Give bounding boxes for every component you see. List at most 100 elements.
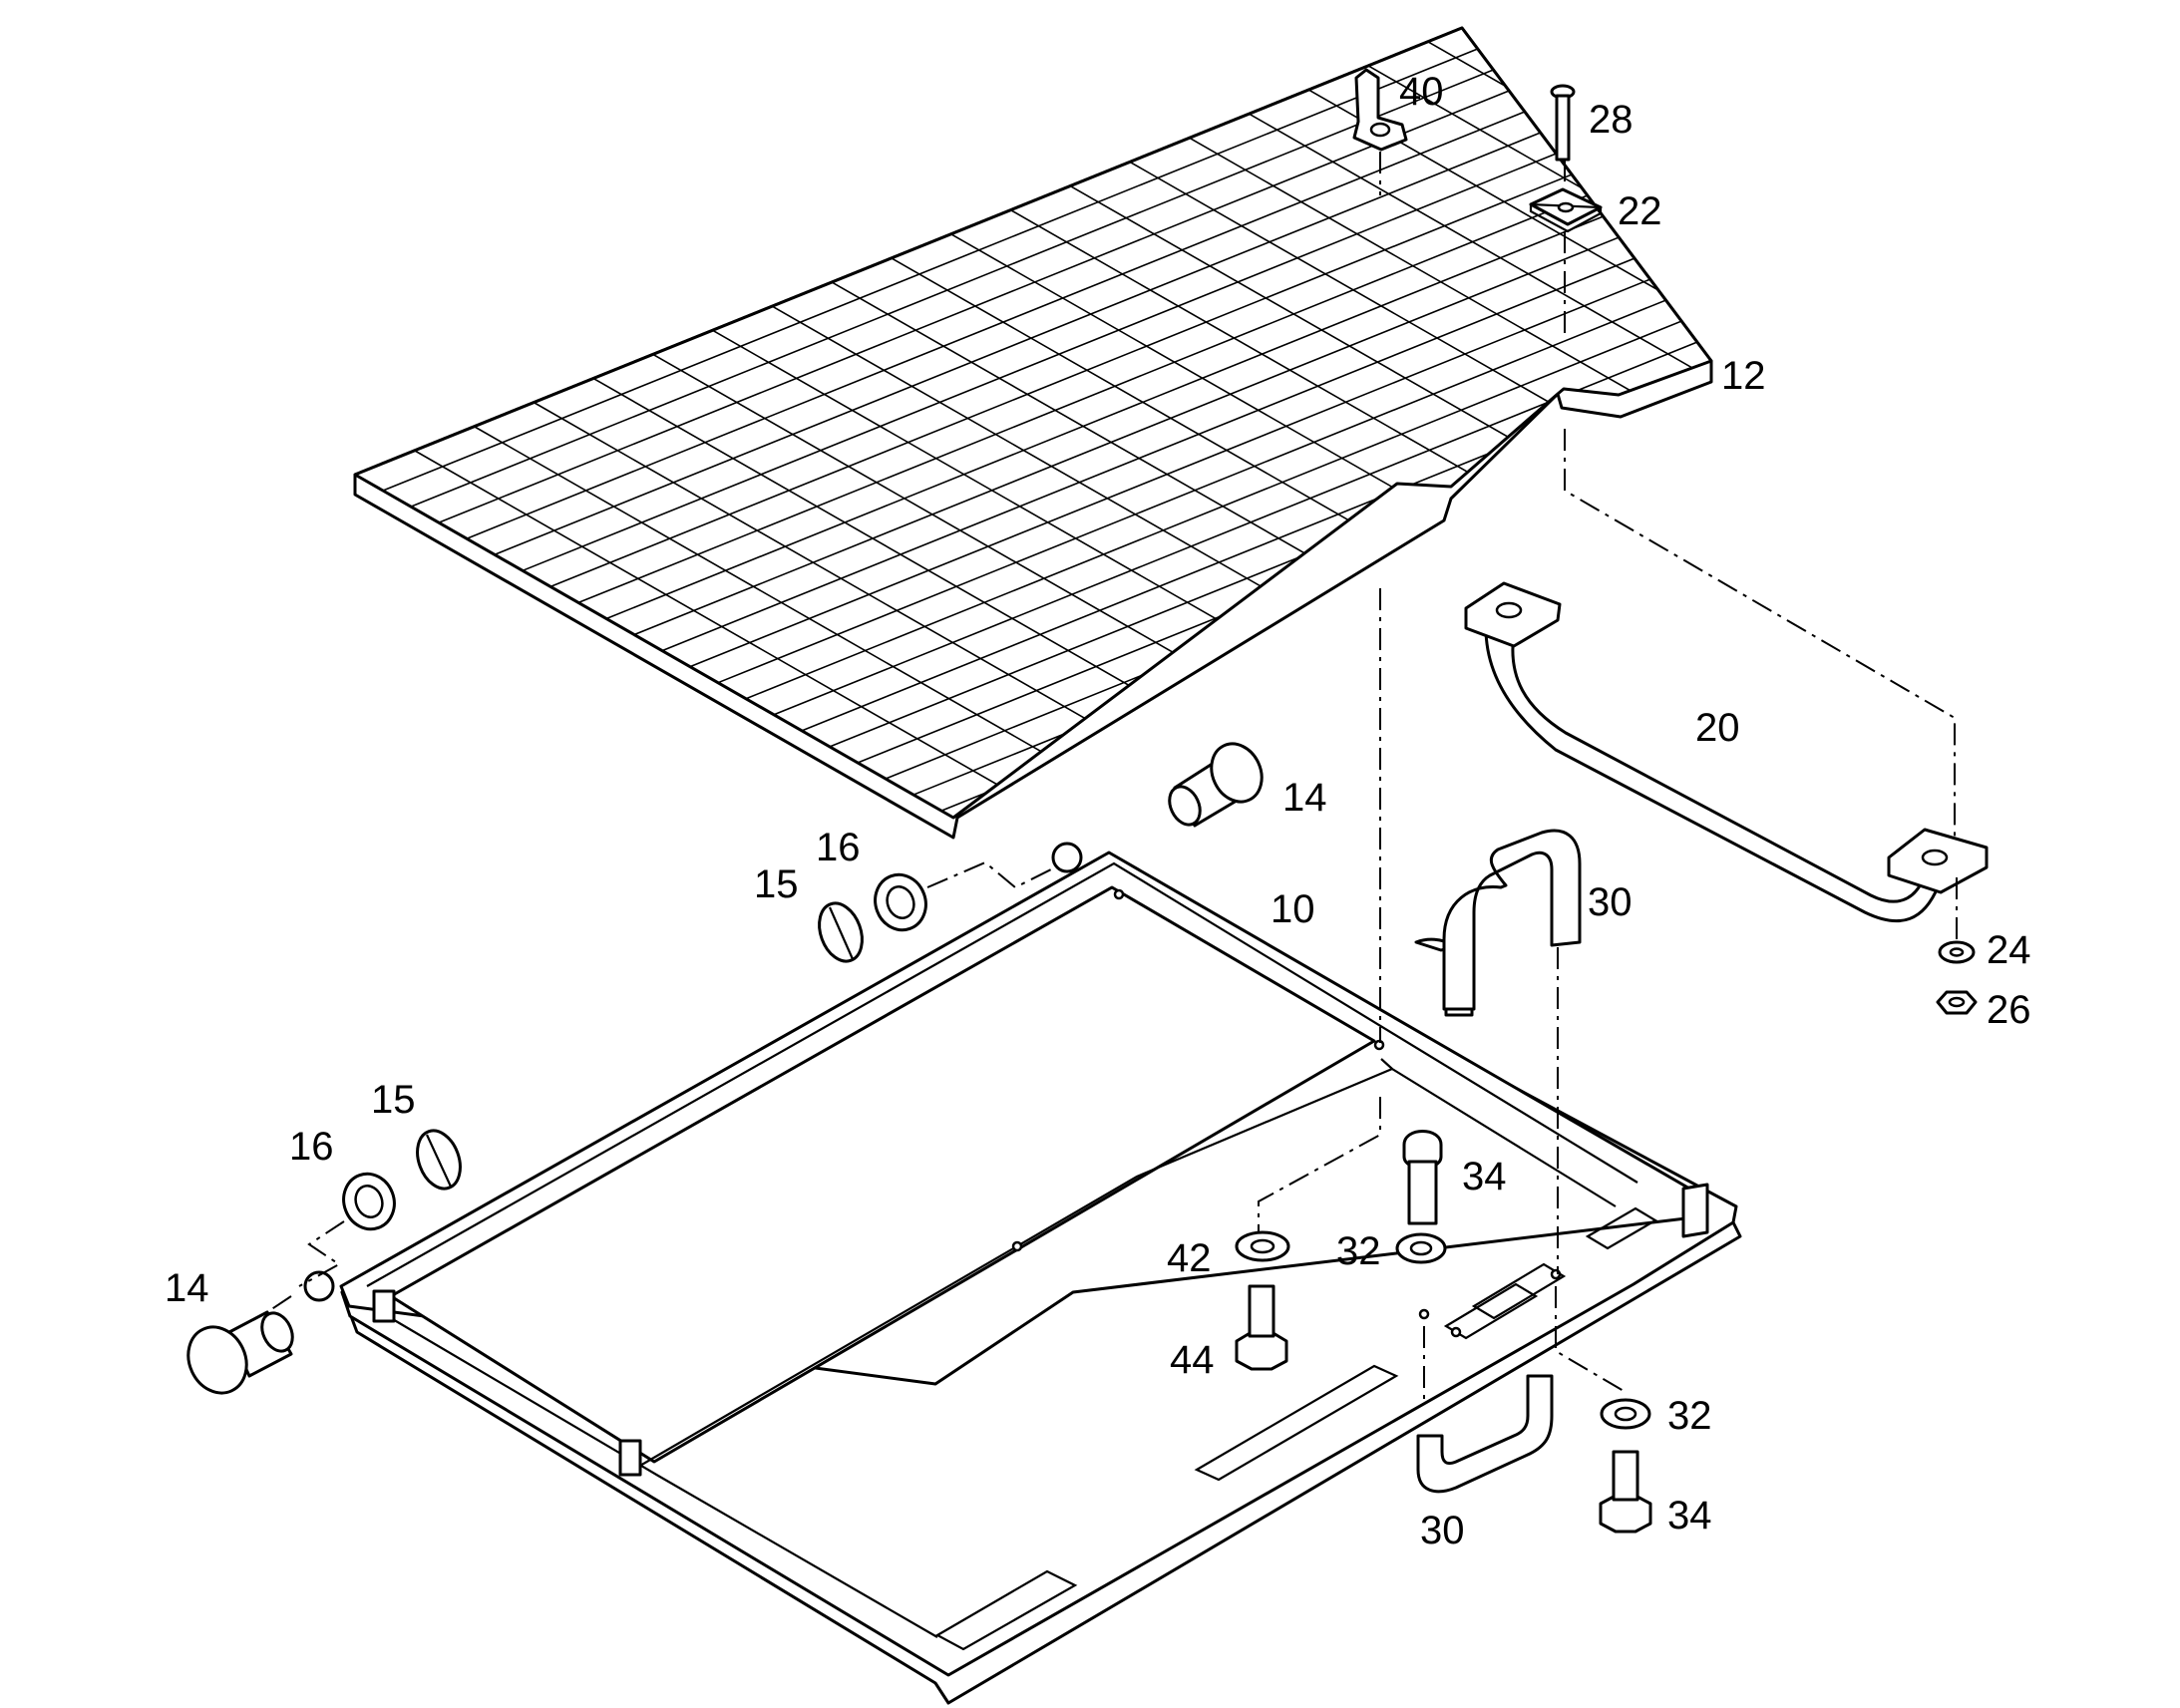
grating-bar: [1905, 0, 2180, 329]
handle-bar-part-20: [1464, 581, 1989, 923]
grating-bar: [1785, 0, 2180, 378]
square-washer-part-22: [1529, 187, 1603, 233]
tray-hole-4: [1418, 1308, 1430, 1320]
grating-bar: [633, 28, 1711, 636]
tray-bracket-left: [372, 1289, 396, 1323]
clip-nut-part-40: [1352, 68, 1408, 152]
tray-hole-6: [1450, 1326, 1462, 1338]
pin-upper-tip: [1168, 785, 1202, 827]
callout-28: 28: [1589, 98, 1634, 142]
clip-nut-hole: [1369, 122, 1391, 138]
nut-part-26-hole: [1948, 996, 1966, 1008]
tray-frame-part-10: [303, 842, 1742, 1705]
bolt-lower-shank: [1612, 1450, 1639, 1502]
grating-top-face: [353, 26, 1713, 820]
tray-bracket-right: [1681, 1183, 1709, 1238]
leader-16-upper: [926, 860, 1056, 889]
grating-bar: [410, 28, 1711, 508]
grating-bar: [355, 28, 1711, 476]
washer-part-32-upper-hole: [1409, 1240, 1433, 1256]
tray-right-slot: [1194, 1364, 1399, 1482]
lynch-pin-lower-shaft: [426, 1134, 452, 1188]
tray-front-slot: [934, 1569, 1078, 1651]
washer-part-42-hole: [1250, 1238, 1275, 1254]
callout-labels: 40 28 22 12 20 14 16 15 10 30 24 26 15 1…: [165, 70, 2031, 1552]
grating-bar: [438, 28, 1711, 523]
tray-hinge-lug-front: [303, 1270, 335, 1302]
grating-bar: [661, 28, 1711, 652]
pin-lower-head: [186, 1325, 248, 1395]
grating-bar: [717, 56, 1711, 684]
grating-bar: [382, 28, 1711, 492]
grating-bar: [745, 72, 1711, 700]
pin-lower-tip: [260, 1311, 294, 1353]
floor-grating-part-12: [353, 0, 2180, 840]
callout-10: 10: [1271, 887, 1315, 931]
screw-shank: [1555, 94, 1571, 162]
callout-14-lower: 14: [165, 1266, 209, 1310]
tray-inner-opening: [389, 885, 1376, 1464]
assembly-leader-lines: [266, 152, 1958, 1401]
callout-34-lower: 34: [1667, 1494, 1712, 1537]
lynch-pin-part-15-lower: [416, 1129, 462, 1191]
washer-part-16-lower-hole: [354, 1185, 384, 1218]
callout-24: 24: [1987, 928, 2031, 972]
pin-part-14-upper: [1168, 742, 1264, 828]
grating-bar: [605, 28, 1711, 620]
leader-tray-42: [1258, 1097, 1381, 1232]
tray-hole-1: [1113, 888, 1125, 900]
bolt-part-34-upper: [1402, 1130, 1443, 1225]
callout-32-lower: 32: [1667, 1394, 1712, 1438]
callout-22: 22: [1618, 189, 1662, 233]
tray-center-line: [625, 1067, 1393, 1475]
tray-inner-rim-left: [390, 1317, 938, 1638]
square-washer-hole: [1557, 201, 1575, 213]
grating-bar: [494, 28, 1711, 556]
grating-bar: [577, 28, 1711, 604]
bolt-part-34-lower: [1599, 1450, 1652, 1534]
callout-30-lower: 30: [1420, 1509, 1465, 1552]
leader-12-20: [1564, 429, 1956, 843]
callout-44: 44: [1170, 1338, 1215, 1382]
bolt-44-shank: [1248, 1284, 1275, 1338]
grating-bar: [549, 28, 1711, 588]
bolt-upper-shank: [1407, 1160, 1438, 1225]
bolt-44-head: [1235, 1330, 1288, 1371]
square-washer-edge: [1529, 202, 1603, 233]
pin-upper-head: [1210, 742, 1264, 804]
callout-15-upper: 15: [754, 862, 799, 906]
screw-part-28: [1550, 84, 1576, 162]
tray-cutout-3: [1585, 1206, 1658, 1250]
clip-nut-body: [1352, 68, 1408, 152]
callout-26: 26: [1987, 988, 2031, 1032]
lynch-pin-part-15-upper: [818, 901, 864, 963]
washer-part-24-hole: [1949, 947, 1965, 957]
washer-part-16-upper-hole: [886, 885, 915, 919]
callout-40: 40: [1399, 70, 1444, 114]
callout-42: 42: [1167, 1236, 1212, 1280]
callout-16-upper: 16: [816, 826, 861, 869]
callout-15-lower: 15: [371, 1078, 416, 1122]
leader-tray-32-lower: [1555, 1286, 1625, 1392]
tray-inner-rim-back: [366, 861, 1638, 1287]
handle-bar-bottom-hole: [1921, 849, 1949, 866]
grating-bar: [522, 28, 1711, 572]
leader-16-lower: [298, 1220, 345, 1287]
tray-hole-3: [1011, 1240, 1023, 1252]
grating-bar: [689, 40, 1711, 668]
callout-12: 12: [1721, 354, 1766, 398]
callout-16-lower: 16: [289, 1125, 334, 1169]
pin-part-14-lower: [186, 1310, 294, 1395]
grating-bar: [1726, 0, 2180, 402]
handle-bar-top-hole: [1495, 601, 1523, 619]
lynch-pin-upper-shaft: [828, 906, 855, 960]
u-handle-part-30-upper-shape: [1442, 829, 1582, 1011]
washer-part-32-lower-hole: [1614, 1406, 1637, 1422]
callout-20: 20: [1695, 706, 1740, 750]
callout-34-upper: 34: [1462, 1155, 1507, 1198]
tray-hinge-lug-back: [1051, 842, 1083, 873]
tray-bracket-mid: [618, 1439, 642, 1477]
tray-cutout-2: [1471, 1262, 1567, 1320]
